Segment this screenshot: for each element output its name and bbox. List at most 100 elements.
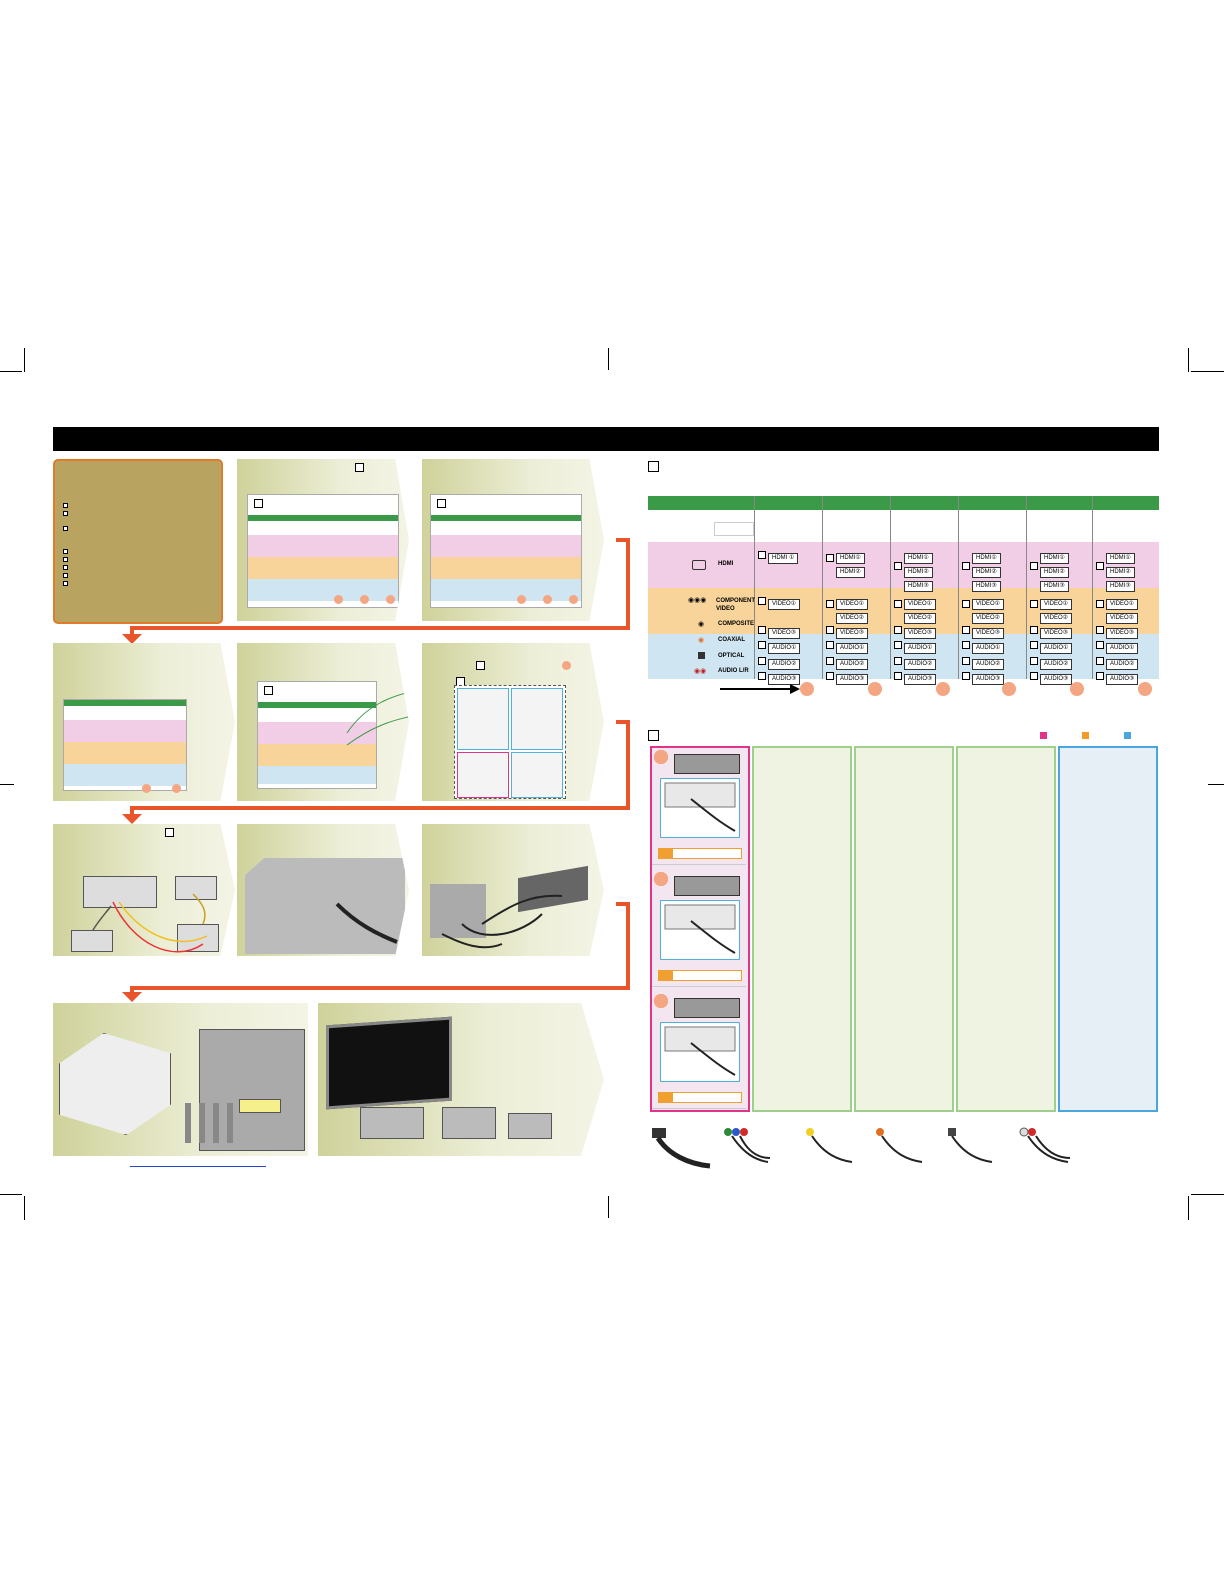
port-label: HDMI①: [904, 553, 933, 564]
hdmi-cable-icon: [335, 902, 398, 944]
checkbox-icon: [1030, 640, 1038, 649]
checkbox-icon: [826, 640, 834, 649]
flow-arrow-icon: [122, 902, 630, 1002]
table-cell: HDMI③: [972, 574, 1001, 592]
checkbox-icon: [962, 671, 970, 680]
receiver-icon: [674, 754, 740, 774]
port-label: HDMI③: [1106, 581, 1135, 592]
checkbox-icon: [1030, 562, 1038, 570]
connection-table: HDMI ◉◉◉ COMPONENT VIDEO ◉ COMPOSITE ◉ C…: [648, 496, 1159, 679]
coaxial-cable-icon: [876, 1128, 923, 1163]
checkbox-icon: [1096, 562, 1104, 570]
rear-panel-zoom: [660, 900, 740, 960]
table-cell: VIDEO①: [904, 592, 937, 610]
checkbox-icon: [63, 526, 68, 531]
port-label: AUDIO①: [768, 643, 801, 654]
checkbox-icon: [1030, 600, 1038, 608]
port-label: AUDIO②: [768, 659, 801, 670]
flow-arrow-icon: [122, 538, 630, 644]
av-device-icon: [442, 1107, 496, 1139]
table-cell: HDMI①: [972, 546, 1001, 564]
table-cell: AUDIO③: [1030, 667, 1073, 685]
composite-cable-icon: [806, 1128, 853, 1163]
coaxial-jack-icon: ◉: [698, 637, 705, 644]
room-layout-icon: [59, 1033, 171, 1135]
optical-jack-icon: [698, 652, 705, 659]
checkbox-icon: [165, 828, 174, 837]
checkbox-icon: [1096, 671, 1104, 680]
row-label-optical: OPTICAL: [718, 653, 745, 659]
port-label: AUDIO①: [972, 643, 1005, 654]
table-cell: HDMI②: [1106, 560, 1135, 578]
tv-icon: [326, 1016, 452, 1110]
step-number-icon: [654, 994, 668, 1008]
checkbox-icon: [826, 671, 834, 680]
flow-arrow-icon: [122, 720, 630, 824]
cable-types-row: [652, 1127, 1071, 1169]
row-label-audio: AUDIO L/R: [718, 668, 749, 674]
diagram-column: [956, 746, 1056, 1112]
diagram-column: [1058, 746, 1158, 1112]
table-cell: HDMI①: [1106, 546, 1135, 564]
checkbox-icon: [63, 581, 68, 586]
table-cell: VIDEO③: [894, 621, 937, 639]
checkbox-icon: [758, 671, 766, 680]
checkbox-icon: [758, 640, 766, 649]
port-label: VIDEO①: [836, 599, 869, 610]
optical-cable-icon: [948, 1128, 993, 1163]
checkbox-icon: [63, 565, 68, 570]
diagram-footer-bar: [658, 970, 742, 981]
checkbox-icon: [894, 625, 902, 634]
table-cell: AUDIO①: [758, 636, 801, 654]
table-cell: AUDIO②: [962, 652, 1005, 670]
checkbox-icon: [1030, 656, 1038, 665]
projector-icon: [360, 1107, 424, 1139]
checkbox-icon: [894, 656, 902, 665]
step-number-icon: [654, 872, 668, 886]
port-label: HDMI②: [972, 567, 1001, 578]
speaker-terminal-icon: [239, 1099, 281, 1113]
step-panel-11: [318, 1003, 604, 1156]
port-label: VIDEO③: [904, 628, 937, 639]
table-cell: VIDEO③: [1096, 621, 1139, 639]
checkbox-icon: [355, 463, 364, 472]
table-cell: AUDIO①: [962, 636, 1005, 654]
checkbox-icon: [894, 562, 902, 570]
checkbox-icon: [894, 640, 902, 649]
footer-link-underline: [130, 1166, 266, 1167]
legend-pink-icon: [1040, 732, 1047, 739]
table-cell: AUDIO②: [1096, 652, 1139, 670]
checkbox-icon: [962, 600, 970, 608]
port-label: AUDIO①: [836, 643, 869, 654]
table-cell: VIDEO③: [758, 621, 801, 639]
table-cell: VIDEO②: [1040, 606, 1073, 624]
power-cable-icon: [441, 894, 563, 949]
port-label: AUDIO③: [972, 674, 1005, 685]
port-label: VIDEO③: [1106, 628, 1139, 639]
table-cell: AUDIO③: [962, 667, 1005, 685]
checkbox-icon: [63, 503, 68, 508]
table-cell: AUDIO②: [1030, 652, 1073, 670]
port-label: HDMI②: [904, 567, 933, 578]
component-cable-icon: [724, 1128, 771, 1163]
port-label: AUDIO①: [904, 643, 937, 654]
speaker-icon: [227, 1103, 233, 1143]
table-cell: HDMI②: [1040, 560, 1069, 578]
table-cell: HDMI②: [836, 560, 865, 578]
table-cell: VIDEO①: [758, 592, 801, 610]
diagram-footer-bar: [658, 1092, 742, 1103]
diagram-column: [854, 746, 954, 1112]
table-cell: HDMI②: [904, 560, 933, 578]
speaker-icon: [185, 1103, 191, 1143]
table-cell: VIDEO①: [1040, 592, 1073, 610]
checkbox-icon: [1030, 625, 1038, 634]
port-label: AUDIO③: [904, 674, 937, 685]
step-panel-2: [237, 459, 409, 621]
port-label: HDMI②: [1040, 567, 1069, 578]
port-label: AUDIO②: [972, 659, 1005, 670]
table-cell: VIDEO②: [904, 606, 937, 624]
step-panel-5: [237, 643, 409, 801]
checkbox-icon: [758, 596, 766, 605]
table-cell: AUDIO①: [826, 636, 869, 654]
